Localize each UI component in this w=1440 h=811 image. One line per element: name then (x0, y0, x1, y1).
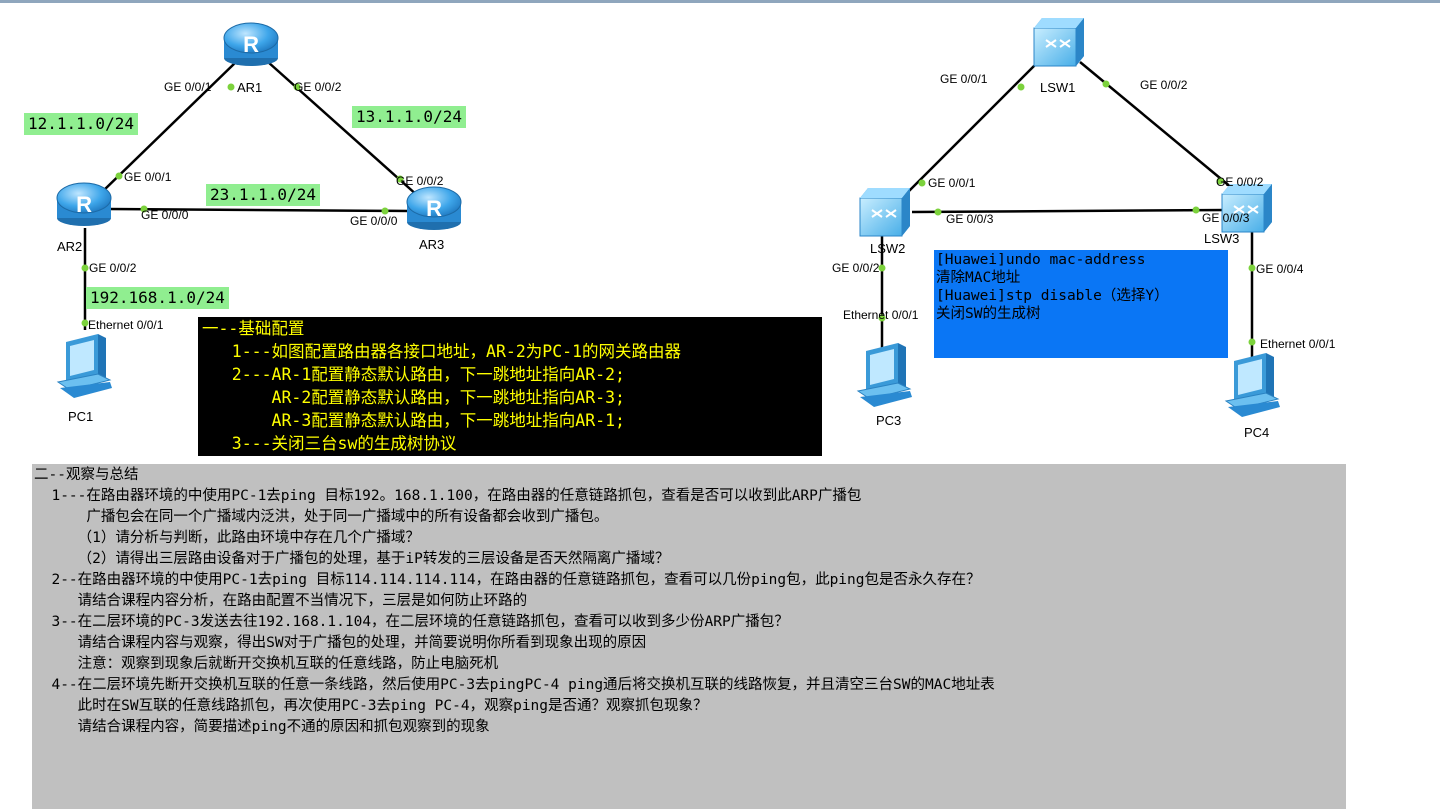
note-line: 一--基础配置 (202, 319, 305, 338)
note-line: （2）请得出三层路由设备对于广播包的处理，基于iP转发的三层设备是否天然隔离广播… (34, 551, 670, 567)
port-label-lsw3-ge002: GE 0/0/2 (1216, 175, 1264, 189)
port-label-lsw1-ge001: GE 0/0/1 (940, 72, 988, 86)
device-label-ar3: AR3 (419, 237, 445, 252)
note-line: AR-3配置静态默认路由，下一跳地址指向AR-1; (202, 411, 625, 430)
port-dot (140, 205, 148, 213)
port-label-ar2-ge001: GE 0/0/1 (124, 170, 172, 184)
port-label-ar1-ge001: GE 0/0/1 (164, 80, 212, 94)
device-label-pc1: PC1 (68, 409, 94, 424)
port-label-lsw2-ge003: GE 0/0/3 (946, 212, 994, 226)
pc-icon-pc4 (1225, 352, 1281, 418)
port-label-lsw3-ge003: GE 0/0/3 (1202, 211, 1250, 225)
port-label-ar1-ge002: GE 0/0/2 (294, 80, 342, 94)
note-line: [Huawei]stp disable（选择Y） (936, 288, 1169, 304)
note-line: （1）请分析与判断，此路由环境中存在几个广播域？ (34, 530, 420, 546)
link-ar1-ar3 (267, 61, 419, 197)
port-label-pc3-eth: Ethernet 0/0/1 (843, 308, 919, 322)
device-label-pc4: PC4 (1244, 425, 1270, 440)
pc-icon-pc1 (57, 333, 113, 399)
device-label-lsw3: LSW3 (1204, 231, 1240, 246)
link-lsw2-lsw3 (911, 208, 1229, 214)
port-label-pc4-eth: Ethernet 0/0/1 (1260, 337, 1336, 351)
port-dot (81, 264, 89, 272)
port-dot (1248, 338, 1256, 346)
note-line: 4--在二层环境先断开交换机互联的任意一条线路，然后使用PC-3去pingPC-… (34, 677, 995, 693)
device-label-lsw1: LSW1 (1040, 80, 1076, 95)
port-label-lsw3-ge004: GE 0/0/4 (1256, 262, 1304, 276)
router-icon-ar3 (406, 186, 462, 231)
port-dot (934, 208, 942, 216)
port-label-ar2-ge002: GE 0/0/2 (89, 261, 137, 275)
port-dot (1248, 264, 1256, 272)
port-dot (878, 314, 886, 322)
note-line: 2---AR-1配置静态默认路由，下一跳地址指向AR-2; (202, 365, 625, 384)
device-label-lsw2: LSW2 (870, 241, 906, 256)
port-dot (1102, 80, 1110, 88)
switch-icon-lsw2 (859, 187, 911, 237)
device-label-ar1: AR1 (237, 80, 263, 95)
port-dot (1017, 83, 1025, 91)
note-commands: [Huawei]undo mac-address 清除MAC地址 [Huawei… (934, 250, 1228, 358)
port-label-ar3-ge002: GE 0/0/2 (396, 174, 444, 188)
note-line: [Huawei]undo mac-address (936, 252, 1146, 268)
note-line: 1---如图配置路由器各接口地址，AR-2为PC-1的网关路由器 (202, 342, 682, 361)
note-line: 请结合课程内容与观察，得出SW对于广播包的处理，并简要说明你所看到现象出现的原因 (34, 635, 647, 651)
router-icon-ar2 (56, 182, 112, 227)
router-icon-ar1 (223, 22, 279, 67)
note-line: 3---关闭三台sw的生成树协议 (202, 434, 457, 453)
port-dot (381, 207, 389, 215)
link-ar1-ar2 (101, 61, 237, 193)
port-label-lsw2-ge002: GE 0/0/2 (832, 261, 880, 275)
note-line: 此时在SW互联的任意线路抓包，再次使用PC-3去ping PC-4，观察ping… (34, 698, 708, 714)
port-dot (81, 319, 89, 327)
note-line: 2--在路由器环境的中使用PC-1去ping 目标114.114.114.114… (34, 572, 981, 588)
note-line: 请结合课程内容，简要描述ping不通的原因和抓包观察到的现象 (34, 719, 490, 735)
network-label-12: 12.1.1.0/24 (24, 113, 138, 135)
port-label-lsw1-ge002: GE 0/0/2 (1140, 78, 1188, 92)
device-label-ar2: AR2 (57, 239, 83, 254)
network-label-13: 13.1.1.0/24 (352, 106, 466, 128)
switch-icon-lsw1 (1033, 17, 1085, 67)
port-dot (227, 83, 235, 91)
port-dot (1216, 177, 1224, 185)
note-line: AR-2配置静态默认路由，下一跳地址指向AR-3; (202, 388, 625, 407)
network-label-lan: 192.168.1.0/24 (86, 287, 229, 309)
port-dot (293, 83, 301, 91)
link-lsw1-lsw2 (903, 59, 1041, 197)
window-top-border (0, 0, 1440, 3)
port-dot (396, 175, 404, 183)
note-line: 广播包会在同一个广播域内泛洪，处于同一广播域中的所有设备都会收到广播包。 (34, 509, 609, 525)
port-label-lsw2-ge001: GE 0/0/1 (928, 176, 976, 190)
note-line: 二--观察与总结 (34, 467, 139, 483)
note-line: 清除MAC地址 (936, 270, 1021, 286)
network-label-23: 23.1.1.0/24 (206, 184, 320, 206)
note-line: 1---在路由器环境的中使用PC-1去ping 目标192。168.1.100，… (34, 488, 862, 504)
port-dot (1192, 206, 1200, 214)
note-line: 注意：观察到现象后就断开交换机互联的任意线路，防止电脑死机 (34, 656, 499, 672)
port-label-pc1-eth: Ethernet 0/0/1 (88, 318, 164, 332)
note-line: 3--在二层环境的PC-3发送去往192.168.1.104，在二层环境的任意链… (34, 614, 789, 630)
pc-icon-pc3 (857, 342, 913, 408)
port-label-ar2-ge000: GE 0/0/0 (141, 208, 189, 222)
note-basic-config: 一--基础配置 1---如图配置路由器各接口地址，AR-2为PC-1的网关路由器… (198, 317, 822, 456)
port-label-ar3-ge000: GE 0/0/0 (350, 214, 398, 228)
note-line: 请结合课程内容分析，在路由配置不当情况下，三层是如何防止环路的 (34, 593, 528, 609)
device-label-pc3: PC3 (876, 413, 902, 428)
port-dot (918, 179, 926, 187)
port-dot (115, 172, 123, 180)
note-line: 关闭SW的生成树 (936, 306, 1041, 322)
port-dot (878, 264, 886, 272)
note-summary: 二--观察与总结 1---在路由器环境的中使用PC-1去ping 目标192。1… (32, 464, 1346, 809)
link-ar2-ar3 (107, 207, 411, 213)
